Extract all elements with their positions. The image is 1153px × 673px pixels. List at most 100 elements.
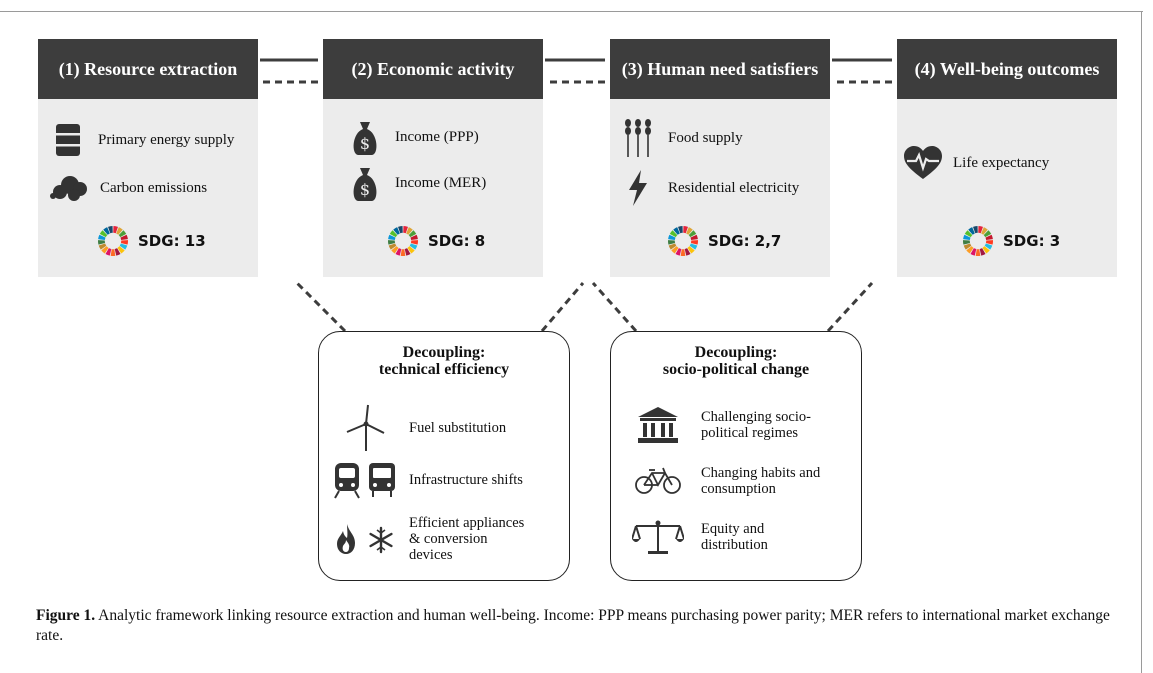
sdg-wheel-segment xyxy=(119,243,128,250)
sdg-wheel-segment xyxy=(668,240,676,245)
sdg-wheel-segment xyxy=(688,230,697,238)
sdg-badge: SDG: 2,7 xyxy=(668,226,781,256)
sdg-wheel-segment xyxy=(973,226,978,234)
sdg-wheel-segment xyxy=(388,240,396,245)
sdg-wheel-segment xyxy=(690,234,698,240)
sdg-wheel-segment xyxy=(978,226,983,234)
stage-well-being-outcomes: (4) Well-being outcomes Life expectancy … xyxy=(897,39,1117,277)
sdg-wheel-segment xyxy=(98,243,107,250)
sdg-wheel-segment xyxy=(671,246,679,254)
sdg-wheel-segment xyxy=(678,226,683,234)
sdg-wheel-segment xyxy=(98,234,106,240)
decoupling-item-label: Challenging socio- political regimes xyxy=(701,409,811,441)
decoupling-item-label: Infrastructure shifts xyxy=(409,472,523,488)
sdg-wheel-segment xyxy=(120,240,128,245)
sdg-wheel-segment xyxy=(684,248,691,256)
sdg-wheel-segment xyxy=(389,230,398,238)
sdg-wheel-segment xyxy=(116,227,123,235)
arrow-decoupling-socio-to-3 xyxy=(826,281,874,333)
caption-text: Analytic framework linking resource extr… xyxy=(36,607,1110,644)
indicator-label: Primary energy supply xyxy=(98,131,235,148)
figure-frame-top xyxy=(0,11,1143,12)
sdg-label: SDG: 2,7 xyxy=(708,232,782,250)
decoupling-item-label: Equity and distribution xyxy=(701,521,768,553)
sdg-wheel-segment xyxy=(408,230,417,238)
sdg-wheel-segment xyxy=(391,246,399,254)
sdg-wheel-segment xyxy=(985,234,993,240)
indicator-carbon-emissions: Carbon emissions xyxy=(50,168,207,208)
sdg-wheel-segment xyxy=(683,226,688,234)
lightning-icon xyxy=(618,168,658,208)
money-bag-icon: $ xyxy=(345,163,385,203)
sdg-wheel-segment xyxy=(675,248,682,256)
arrow-decoupling-tech-to-2 xyxy=(540,282,585,332)
wind-turbine-icon xyxy=(333,404,399,452)
sdg-wheel-segment xyxy=(668,234,676,240)
decoupling-title: Decoupling: technical efficiency xyxy=(378,344,510,378)
sdg-wheel-segment xyxy=(409,243,418,250)
decoupling-item-challenging-regimes: Challenging socio- political regimes xyxy=(625,406,811,444)
train-bus-icon xyxy=(333,461,399,499)
sdg-wheel-segment xyxy=(410,240,418,245)
sdg-wheel-segment xyxy=(101,246,109,254)
sdg-wheel-segment xyxy=(963,240,971,245)
sdg-wheel-segment xyxy=(105,248,112,256)
indicator-food-supply: Food supply xyxy=(618,118,743,158)
figure-caption: Figure 1. Analytic framework linking res… xyxy=(36,606,1126,646)
sdg-wheel-segment xyxy=(398,226,403,234)
sdg-wheel-segment xyxy=(400,249,406,256)
sdg-wheel-segment xyxy=(117,246,125,254)
wheat-icon xyxy=(618,118,658,158)
sdg-wheel-segment xyxy=(979,248,986,256)
sdg-label: SDG: 13 xyxy=(138,232,206,250)
decoupling-item-efficient-appliances: Efficient appliances & conversion device… xyxy=(333,515,524,563)
sdg-wheel-segment xyxy=(984,243,993,250)
heart-pulse-icon xyxy=(903,143,943,183)
sdg-wheel-icon xyxy=(963,226,993,256)
money-bag-icon: $ xyxy=(345,117,385,157)
sdg-wheel-segment xyxy=(108,226,113,234)
decoupling-item-label: Efficient appliances & conversion device… xyxy=(409,515,525,563)
sdg-wheel-segment xyxy=(963,234,971,240)
stage-title: (3) Human need satisfiers xyxy=(610,39,830,99)
indicator-residential-electricity: Residential electricity xyxy=(618,168,799,208)
stage-economic-activity: (2) Economic activity $ Income (PPP) $ I… xyxy=(323,39,543,277)
stage-title: (1) Resource extraction xyxy=(38,39,258,99)
sdg-wheel-segment xyxy=(981,227,988,235)
arrow-decoupling-socio-to-2 xyxy=(591,281,638,333)
decoupling-item-changing-habits: Changing habits and consumption xyxy=(625,465,820,497)
sdg-wheel-segment xyxy=(118,230,127,238)
decoupling-socio-political-change: Decoupling: socio-political change Chall… xyxy=(610,331,862,581)
sdg-wheel-segment xyxy=(407,246,415,254)
sdg-wheel-segment xyxy=(113,226,118,234)
sdg-wheel-segment xyxy=(393,227,400,235)
sdg-wheel-segment xyxy=(970,248,977,256)
sdg-wheel-segment xyxy=(110,249,116,256)
sdg-label: SDG: 3 xyxy=(1003,232,1061,250)
sdg-badge: SDG: 13 xyxy=(98,226,206,256)
sdg-wheel-segment xyxy=(410,234,418,240)
sdg-wheel-segment xyxy=(668,243,677,250)
sdg-wheel-segment xyxy=(114,248,121,256)
sdg-wheel-segment xyxy=(669,230,678,238)
sdg-wheel-icon xyxy=(388,226,418,256)
government-building-icon xyxy=(625,406,691,444)
sdg-wheel-segment xyxy=(388,234,396,240)
sdg-wheel-segment xyxy=(406,227,413,235)
oil-barrel-icon xyxy=(48,120,88,160)
sdg-wheel-segment xyxy=(966,246,974,254)
sdg-wheel-segment xyxy=(404,248,411,256)
caption-label: Figure 1. xyxy=(36,607,96,624)
sdg-wheel-segment xyxy=(98,240,106,245)
decoupling-item-equity-distribution: Equity and distribution xyxy=(625,519,768,555)
figure-frame-right xyxy=(1141,11,1142,673)
svg-text:$: $ xyxy=(360,134,370,153)
indicator-label: Food supply xyxy=(668,129,743,146)
balance-scale-icon xyxy=(625,519,691,555)
sdg-wheel-segment xyxy=(968,227,975,235)
stage-title: (4) Well-being outcomes xyxy=(897,39,1117,99)
sdg-wheel-segment xyxy=(673,227,680,235)
indicator-label: Income (PPP) xyxy=(395,128,479,145)
decoupling-item-infrastructure-shifts: Infrastructure shifts xyxy=(333,461,523,499)
flame-snowflake-icon xyxy=(333,522,399,556)
